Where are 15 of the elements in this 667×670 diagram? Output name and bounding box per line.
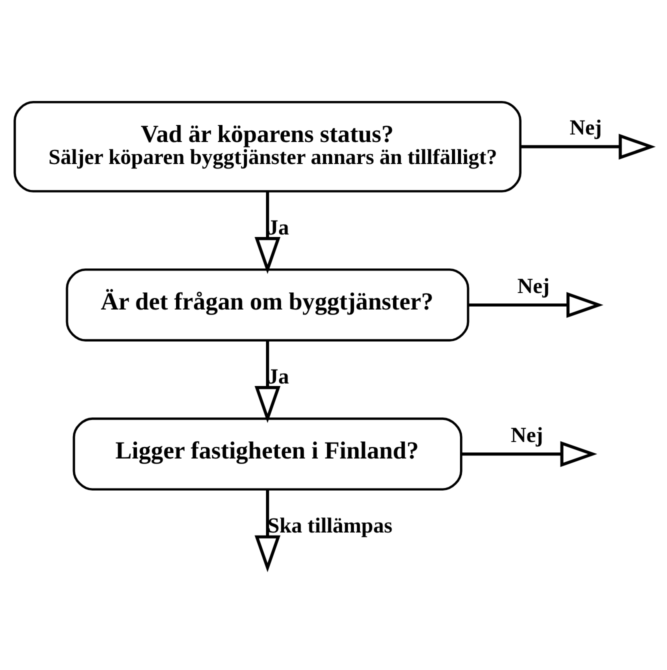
arrow: [254, 190, 280, 274]
node-box: Ligger fastigheten i Finland?: [72, 417, 462, 490]
edge-label: Ja: [268, 364, 290, 388]
edge-label: Ska tillämpas: [268, 513, 392, 538]
node-box: Vad är köparens status? Säljer köparen byggtjänster annars än tillfälligt?: [14, 100, 522, 192]
arrow: [468, 292, 604, 318]
arrow: [254, 489, 280, 572]
arrow: [254, 340, 280, 422]
edge-label: Nej: [570, 115, 602, 140]
edge-label: Nej: [510, 422, 544, 447]
edge-label: Ja: [268, 215, 290, 240]
arrow: [520, 133, 656, 160]
arrow: [461, 440, 598, 466]
node-box: Är det frågan om byggtjänster?: [66, 268, 470, 341]
edge-label: Nej: [517, 273, 550, 298]
